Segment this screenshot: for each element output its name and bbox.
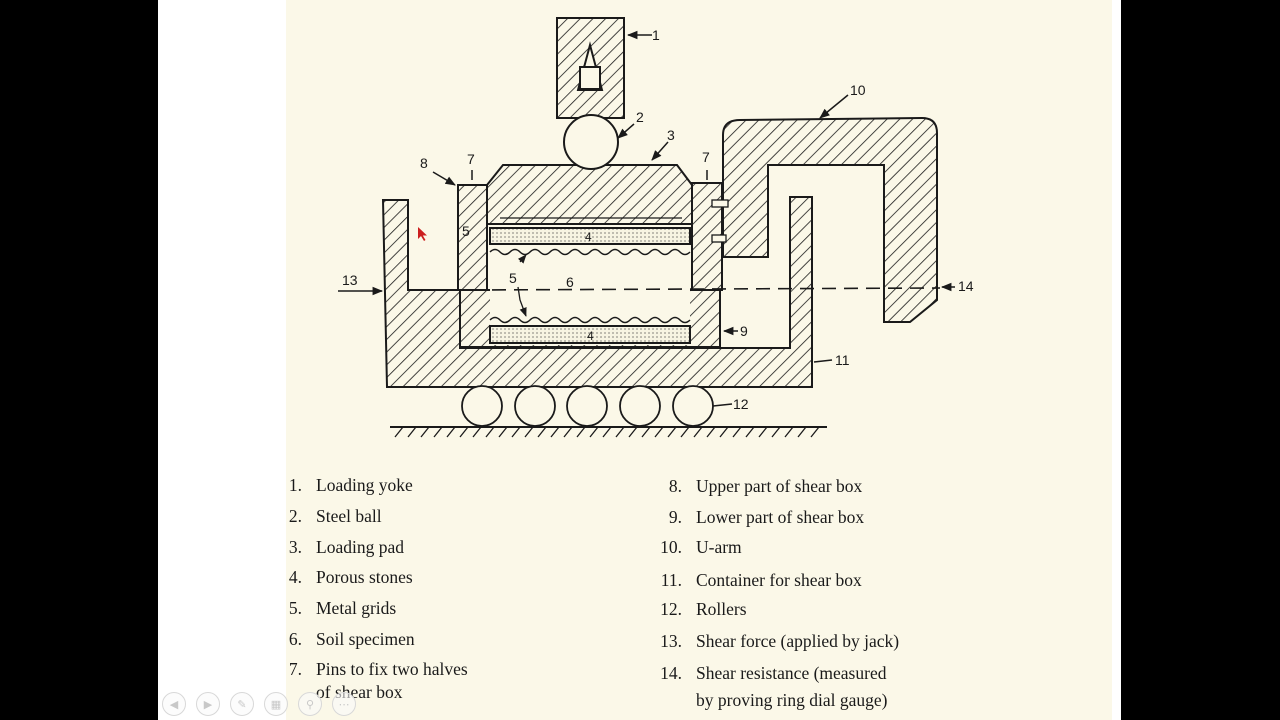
steel-ball-shape xyxy=(563,114,619,170)
callout-11: 11 xyxy=(835,352,850,368)
pen-icon[interactable]: ✎ xyxy=(230,692,254,716)
callout-7-right: 7 xyxy=(702,149,710,165)
callout-4-bottom: 4 xyxy=(587,329,594,343)
callout-1: 1 xyxy=(652,27,660,43)
zoom-icon[interactable]: ⚲ xyxy=(298,692,322,716)
container-shape xyxy=(381,196,813,388)
shear-plane xyxy=(469,287,941,291)
callout-12: 12 xyxy=(733,396,749,412)
callout-5-center: 5 xyxy=(509,270,517,286)
callout-14: 14 xyxy=(958,278,974,294)
metal-grid-bottom xyxy=(489,316,691,324)
slides-icon[interactable]: ▦ xyxy=(264,692,288,716)
callout-9: 9 xyxy=(740,323,748,339)
mouse-cursor-icon xyxy=(418,227,428,246)
next-icon[interactable]: ▶ xyxy=(196,692,220,716)
u-arm-shape xyxy=(722,116,938,323)
callout-4-top: 4 xyxy=(585,230,592,244)
upper-shear-box-shape xyxy=(457,184,488,291)
callout-10: 10 xyxy=(850,82,866,98)
prev-icon[interactable]: ◀ xyxy=(162,692,186,716)
callout-13: 13 xyxy=(342,272,358,288)
slideshow-controls: ◀ ▶ ✎ ▦ ⚲ ⋯ xyxy=(162,692,356,716)
more-icon[interactable]: ⋯ xyxy=(332,692,356,716)
callout-8: 8 xyxy=(420,155,428,171)
loading-pad-shape xyxy=(486,164,693,225)
porous-stone-bottom xyxy=(489,325,691,344)
callout-2: 2 xyxy=(636,109,644,125)
callout-5-left: 5 xyxy=(462,223,470,239)
porous-stone-top xyxy=(489,227,691,245)
callout-7-left: 7 xyxy=(467,151,475,167)
rollers xyxy=(461,385,714,427)
metal-grid-top xyxy=(489,248,691,256)
callout-6: 6 xyxy=(566,274,574,290)
callout-3: 3 xyxy=(667,127,675,143)
